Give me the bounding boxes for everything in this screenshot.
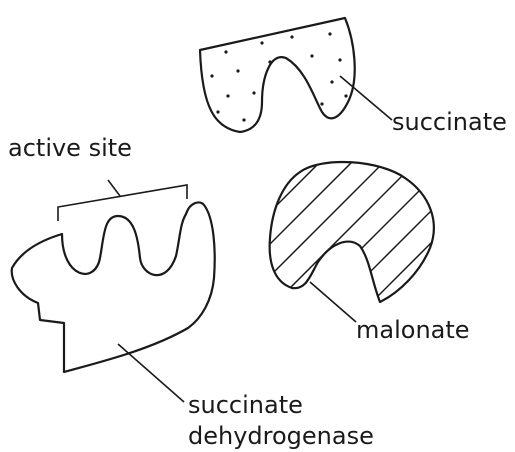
malonate-leader-line [310, 282, 356, 322]
succinate-leader-line [340, 76, 392, 120]
enzyme-shape [12, 202, 215, 372]
succinate-molecule [200, 18, 392, 132]
active-site-label: active site [8, 134, 132, 162]
malonate-hatching [250, 130, 450, 316]
enzyme-molecule [12, 202, 215, 402]
enzyme-label-line1: succinate [188, 391, 303, 419]
enzyme-leader-line [118, 344, 184, 402]
succinate-dots [210, 32, 347, 121]
active-site-bracket [58, 180, 187, 221]
succinate-label: succinate [392, 108, 507, 136]
malonate-label: malonate [356, 316, 470, 344]
succinate-shape [200, 18, 355, 132]
enzyme-label-line2: dehydrogenase [188, 422, 374, 450]
malonate-molecule [250, 130, 450, 322]
